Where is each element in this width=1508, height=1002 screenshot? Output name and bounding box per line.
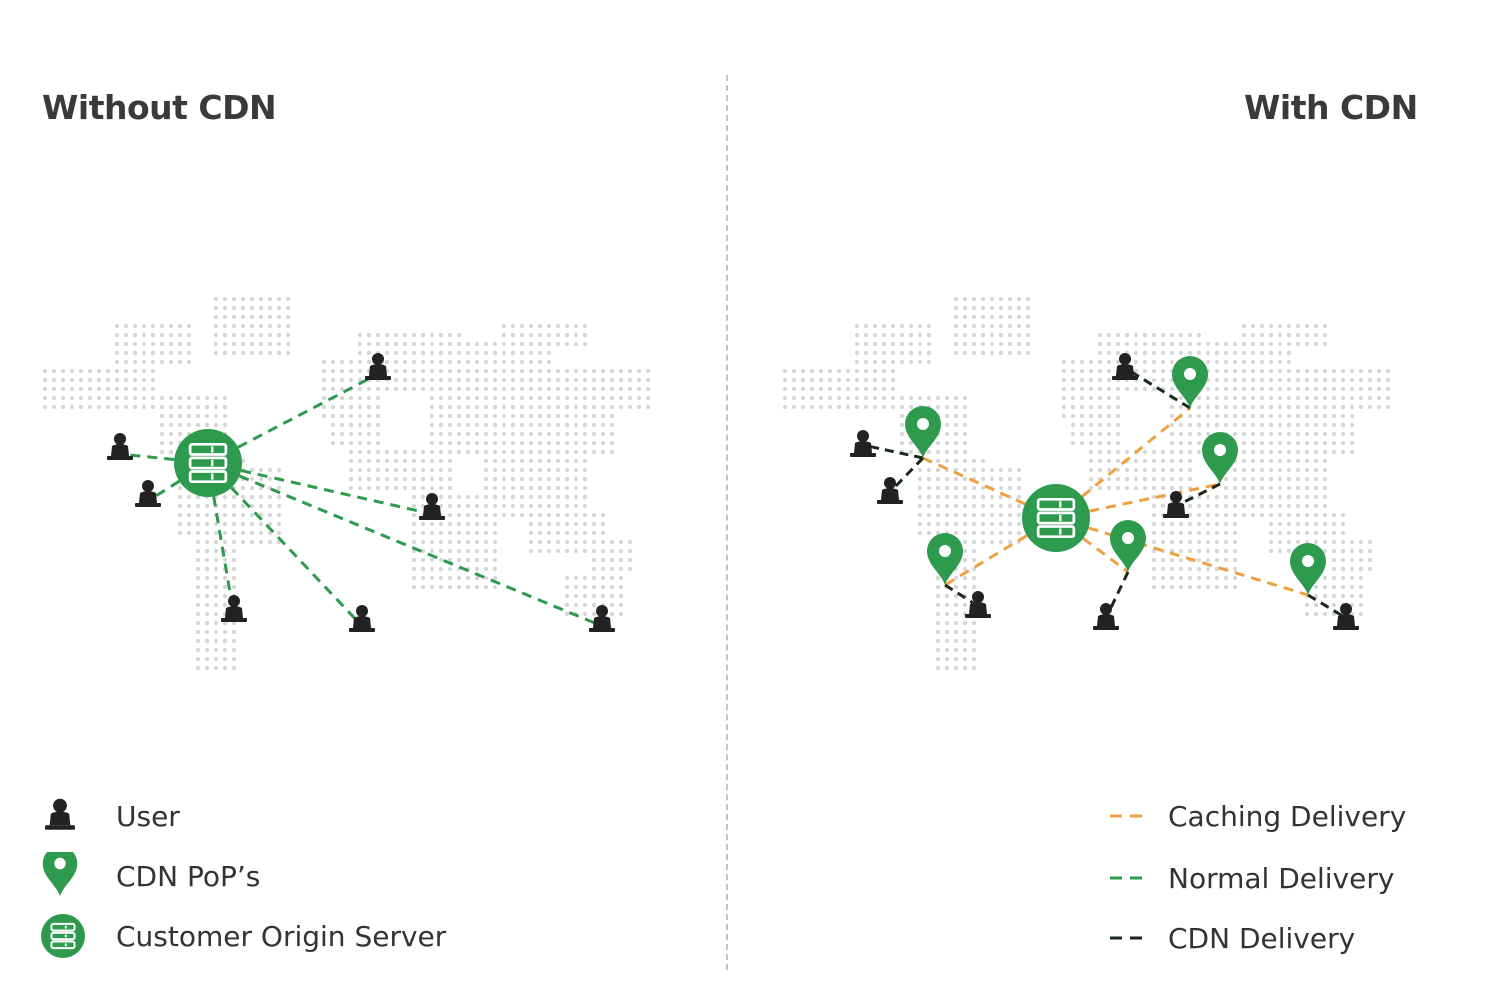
cdn-delivery-line bbox=[1124, 366, 1191, 410]
symbol-legend: User CDN PoP’s Customer Origin Server bbox=[40, 794, 520, 974]
legend-label-caching-delivery: Caching Delivery bbox=[1168, 799, 1407, 833]
normal-delivery-lines bbox=[119, 372, 603, 628]
legend-label-normal-delivery: Normal Delivery bbox=[1168, 861, 1395, 895]
cdn-pop-icon bbox=[1290, 543, 1326, 595]
user-icon bbox=[365, 353, 391, 380]
origin-server-icon bbox=[41, 914, 85, 958]
panel-divider bbox=[726, 75, 728, 970]
user-icon bbox=[107, 433, 133, 460]
legend-item-cdn-pop: CDN PoP’s bbox=[40, 852, 261, 898]
cdn-pop-icon bbox=[1172, 356, 1208, 408]
legend-item-normal-delivery: Normal Delivery bbox=[1108, 856, 1394, 900]
normal-delivery-line bbox=[147, 461, 209, 503]
without-cdn-map bbox=[42, 296, 651, 671]
cdn-pop-icon bbox=[42, 852, 78, 897]
user-icon bbox=[965, 591, 991, 618]
user-icon bbox=[850, 430, 876, 457]
cdn-delivery-lines bbox=[862, 366, 1347, 620]
cdn-delivery-line bbox=[862, 443, 924, 460]
cdn-delivery-line bbox=[944, 583, 979, 608]
with-cdn-map bbox=[782, 296, 1391, 671]
legend-item-origin-server: Customer Origin Server bbox=[40, 914, 446, 958]
cdn-delivery-line bbox=[1307, 593, 1347, 620]
normal-delivery-line bbox=[207, 461, 603, 628]
cdn-delivery-line bbox=[1175, 482, 1221, 508]
legend-item-user: User bbox=[40, 794, 180, 838]
caching-delivery-line bbox=[1055, 516, 1309, 597]
legend-label-user: User bbox=[116, 799, 180, 833]
world-map-dots bbox=[42, 296, 651, 671]
normal-delivery-swatch bbox=[1110, 876, 1150, 880]
legend-label-cdn-pop: CDN PoP’s bbox=[116, 859, 261, 893]
with-cdn-title: With CDN bbox=[1244, 88, 1418, 127]
cdn-pop-icon bbox=[1110, 520, 1146, 572]
normal-delivery-line bbox=[119, 452, 209, 465]
normal-delivery-line bbox=[207, 372, 379, 465]
cdn-delivery-swatch bbox=[1110, 936, 1150, 940]
cdn-delivery-line bbox=[1104, 571, 1130, 619]
legend-label-origin-server: Customer Origin Server bbox=[116, 919, 447, 953]
user-icon bbox=[349, 605, 375, 632]
user-icon bbox=[45, 798, 75, 830]
user-icon bbox=[1093, 603, 1119, 630]
line-legend: Caching Delivery Normal Delivery CDN Del… bbox=[1108, 794, 1448, 974]
caching-delivery-line bbox=[1055, 406, 1191, 520]
cdn-pop-icon bbox=[905, 406, 941, 458]
user-icon bbox=[1163, 491, 1189, 518]
user-icon bbox=[221, 595, 247, 622]
caching-delivery-lines bbox=[922, 406, 1309, 597]
caching-delivery-line bbox=[1055, 482, 1221, 520]
user-icon bbox=[1112, 353, 1138, 380]
legend-item-cdn-delivery: CDN Delivery bbox=[1108, 916, 1355, 960]
origin-server-icon bbox=[1022, 484, 1090, 552]
user-icon bbox=[135, 480, 161, 507]
cdn-delivery-line bbox=[888, 456, 925, 494]
user-icon bbox=[877, 477, 903, 504]
legend-label-cdn-delivery: CDN Delivery bbox=[1168, 921, 1356, 955]
caching-delivery-swatch bbox=[1110, 814, 1150, 818]
origin-server-icon bbox=[174, 429, 242, 497]
user-icon bbox=[1333, 603, 1359, 630]
normal-delivery-line bbox=[206, 461, 364, 628]
cdn-pop-icon bbox=[1202, 432, 1238, 484]
user-icon bbox=[419, 493, 445, 520]
without-cdn-title: Without CDN bbox=[42, 88, 277, 127]
caching-delivery-line bbox=[1055, 516, 1129, 574]
world-map-dots bbox=[782, 296, 1391, 671]
legend-item-caching-delivery: Caching Delivery bbox=[1108, 794, 1406, 838]
cdn-pop-icon bbox=[927, 533, 963, 585]
user-icon bbox=[589, 605, 615, 632]
normal-delivery-line bbox=[207, 461, 433, 516]
